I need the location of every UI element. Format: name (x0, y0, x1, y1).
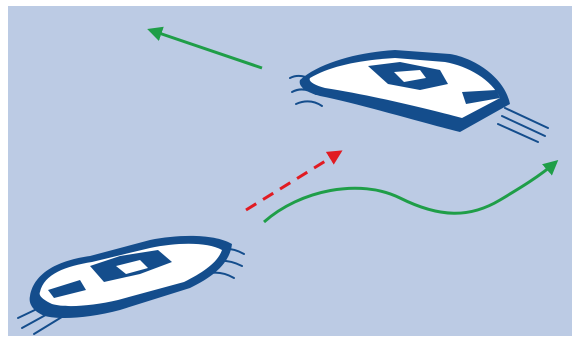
diagram-canvas (0, 0, 578, 344)
boating-diagram (0, 0, 578, 344)
